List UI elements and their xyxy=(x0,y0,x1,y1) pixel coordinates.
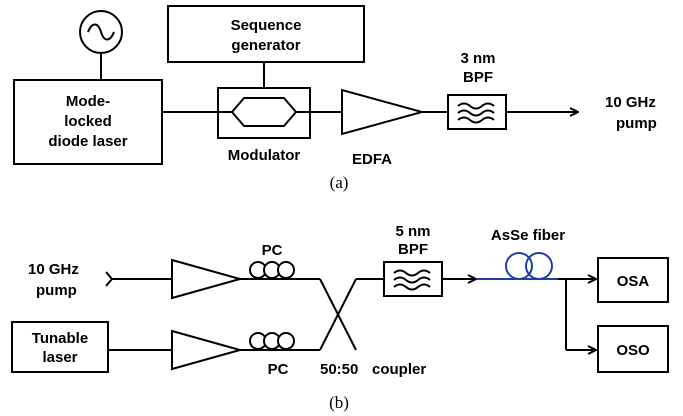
output-pump-label-1: 10 GHz xyxy=(605,94,656,111)
sequence-generator-box xyxy=(167,5,365,63)
caption-b: (b) xyxy=(329,393,349,412)
laser-label-3: diode laser xyxy=(48,133,127,150)
pump-input-label-1: 10 GHz xyxy=(28,261,79,278)
diagram-b: 10 GHz pump PC Tunable laser PC xyxy=(11,223,669,412)
bpf-b-label-1: 5 nm xyxy=(395,223,430,240)
bandpass-filter-icon xyxy=(447,94,507,130)
tunable-laser-label-2: laser xyxy=(42,349,77,366)
amplifier-bottom-icon xyxy=(171,329,244,371)
coupler-icon xyxy=(319,278,357,351)
rf-oscillator-icon xyxy=(79,10,123,54)
tunable-laser-box xyxy=(11,321,109,373)
modulator-label: Modulator xyxy=(228,147,301,164)
bpf-b-label-2: BPF xyxy=(398,241,428,258)
pc-bottom-label: PC xyxy=(268,361,289,378)
edfa-label: EDFA xyxy=(352,151,392,168)
output-pump-label-2: pump xyxy=(616,115,657,132)
coupler-label: coupler xyxy=(372,361,426,378)
sequence-generator-label-1: Sequence xyxy=(231,17,302,34)
diagram-a: Sequence generator Mode- locked diode la… xyxy=(13,5,657,192)
coupler-ratio-label: 50:50 xyxy=(320,361,358,378)
pc-top-label: PC xyxy=(262,242,283,259)
osa-box xyxy=(597,257,669,303)
sequence-generator-label-2: generator xyxy=(231,37,300,54)
bpf-a-label-2: BPF xyxy=(463,69,493,86)
oso-box xyxy=(597,325,669,373)
caption-a: (a) xyxy=(330,173,349,192)
bandpass-filter-b-icon xyxy=(383,261,443,297)
edfa-amplifier-icon xyxy=(341,88,426,136)
tunable-laser-label-1: Tunable xyxy=(32,330,88,347)
oso-label: OSO xyxy=(616,342,650,359)
modulator-icon xyxy=(217,87,311,139)
laser-label-1: Mode- xyxy=(66,93,110,110)
pc-top-icon xyxy=(249,261,295,279)
mode-locked-laser-box xyxy=(13,79,163,165)
osa-label: OSA xyxy=(617,273,650,290)
input-connector-icon xyxy=(105,271,114,287)
amplifier-top-icon xyxy=(171,258,244,300)
fiber-label: AsSe fiber xyxy=(491,227,565,244)
fiber-coil-icon xyxy=(476,252,558,280)
pump-input-label-2: pump xyxy=(36,282,77,299)
pc-bottom-icon xyxy=(249,332,295,350)
laser-label-2: locked xyxy=(64,113,112,130)
bpf-a-label-1: 3 nm xyxy=(460,50,495,67)
